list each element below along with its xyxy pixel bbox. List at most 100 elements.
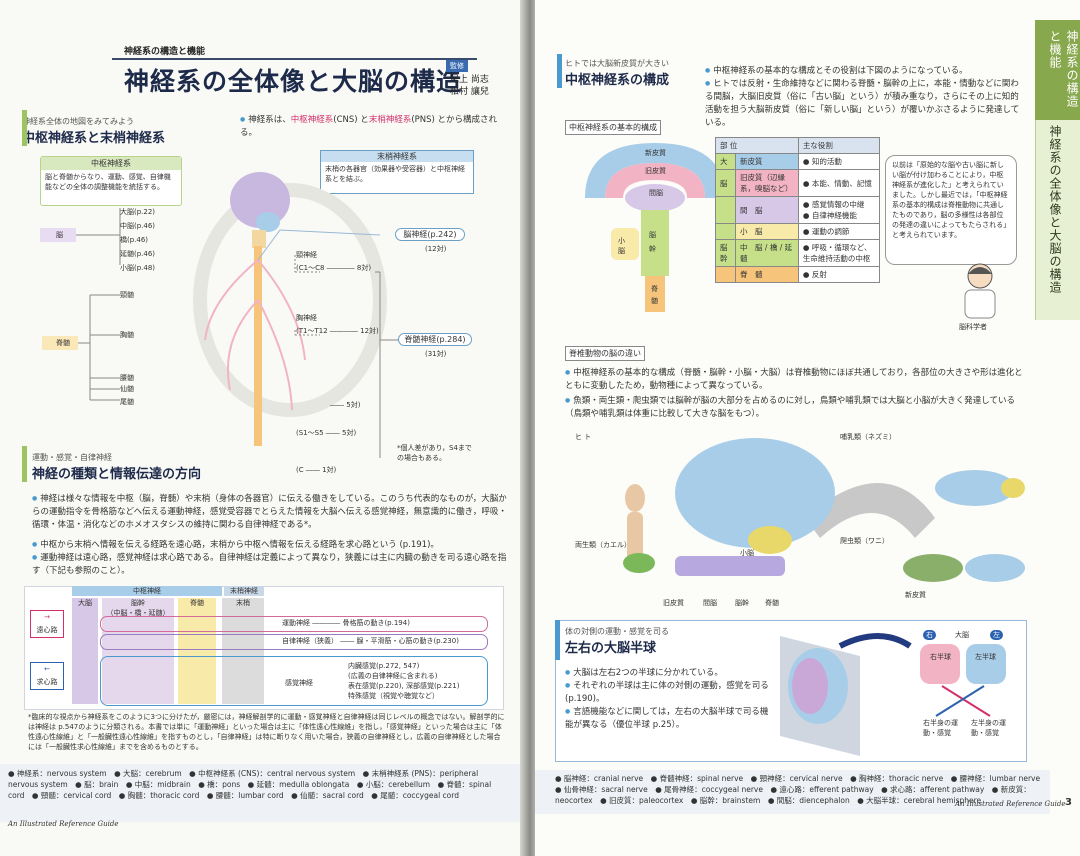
brain-spinal-label: 脊髄 [765, 599, 779, 607]
col-periph: 末梢 [222, 598, 264, 704]
tab-top-text: 神経系の構造と機能 [1048, 30, 1079, 108]
section2-kicker: 運動・感覚・自律神経 [32, 453, 112, 462]
nervous-system-figure [40, 172, 425, 458]
cervical-range: (C1～C8 ―――― 8対) [296, 264, 372, 272]
table-row: 脊 髄● 反射 [714, 266, 881, 283]
fig-neo: 新皮質 [645, 149, 666, 157]
intro-cns: 中枢神経系 [290, 115, 334, 125]
intro-pns: 末梢神経系 [368, 115, 412, 125]
brain-old-label: 旧皮質 [663, 599, 684, 607]
vertebrate-brains-figure [623, 438, 1025, 582]
r-section-header: ヒトでは大脳新皮質が大きい 中枢神経系の構成 [565, 58, 669, 88]
cervical-nerve: 頸神経 [296, 251, 317, 259]
fig-cere: 脳 [649, 231, 656, 239]
paragraph-2: 中枢から末梢へ情報を伝える経路を遠心路，末梢から中枢へ情報を伝える経路を求心路と… [32, 538, 507, 552]
efferent-box: →遠心路 [30, 610, 64, 638]
paragraph-1: 神経は様々な情報を中枢（脳，脊髄）や末梢（身体の各器官）に伝える働きをしている。… [32, 492, 507, 532]
motor-line [100, 616, 488, 632]
brain-part-midbrain: 中脳(p.46) [120, 222, 156, 230]
r-section-kicker: ヒトでは大脳新皮質が大きい [565, 59, 669, 68]
spinal-nerve-box: 脊髄神経(p.284) [398, 333, 472, 346]
lb-label: 左半身の運動・感覚 [971, 719, 1006, 737]
section2-title: 神経の種類と情報伝達の方向 [32, 467, 202, 482]
cns-box-text: 脳と脊髄からなり、運動、感覚、自律機能などの全体の調整機能を統括する。 [45, 173, 171, 191]
hem-title: 左右の大脳半球 [565, 641, 657, 656]
hem-kicker: 体の対側の運動・感覚を司る [565, 627, 669, 636]
table-row: 小 脳● 運動の調節 [714, 223, 881, 240]
spinal-part-thoracic: 胸髄 [120, 331, 134, 339]
cns-structure-table: 部 位主な役割 大新皮質● 知的活動 脳旧皮質（辺縁系，嗅脳など）● 本能、情動… [714, 137, 881, 283]
fig-dien: 間脳 [649, 189, 663, 197]
spinal-part-cervical: 頸髄 [120, 291, 134, 299]
pns-box: 末梢神経系 末梢の各器官（効果器や受容器）と中枢神経系とを結ぶ。 [320, 150, 474, 194]
r-bullet-2: ヒトでは反射・生命維持などに関わる脊髄・脳幹の上に，本能・情動などに関わる間脳，… [705, 77, 1025, 130]
page-number: 3 [1065, 797, 1072, 808]
r-footer-brand: An Illustrated Reference Guide [955, 800, 1066, 808]
cns-box-title: 中枢神経系 [41, 157, 181, 170]
chapter-label: 神経系の構造と機能 [124, 47, 206, 57]
sensory-label: 感覚神経 [285, 679, 313, 687]
brain-cerebellum-label: 小脳 [740, 549, 754, 557]
pns-box-text: 末梢の各器官（効果器や受容器）と中枢神経系とを結ぶ。 [325, 165, 465, 183]
vert-bullet-2: 魚類・両生類・爬虫類では脳幹が脳の大部分を占めるのに対し，鳥類や哺乳類では大脳と… [565, 394, 1025, 421]
section-header-nerve-types: 運動・感覚・自律神経 神経の種類と情報伝達の方向 [32, 452, 201, 482]
brain-neo-label: 新皮質 [905, 591, 926, 599]
sensory-types: 内臓感覚(p.272, 547) (広義の自律神経に含まれる) 表在感覚(p.2… [348, 662, 460, 700]
table-row: 脳旧皮質（辺縁系，嗅脳など）● 本能、情動、記憶 [714, 169, 881, 197]
spinal-part-sacral: 仙髄 [120, 385, 134, 393]
left-page: 神経系の構造と機能 神経系の全体像と大脳の構造 監修 尾上 尚志 松村 讓兒 神… [0, 0, 528, 856]
basic-structure-label: 中枢神経系の基本的構成 [565, 120, 661, 135]
fig-small: 小 [618, 237, 625, 245]
section-title: 中枢神経系と末梢神経系 [22, 131, 166, 146]
spinal-count: (31対) [425, 350, 447, 358]
left-marker: 左 [990, 630, 1003, 640]
brain-label: 脳 [56, 231, 63, 239]
lumbar-count: ―― 5対) [330, 401, 361, 409]
r-section-title: 中枢神経系の構成 [565, 73, 670, 88]
col-brainstem: 脳幹（中脳・橋・延髄） [102, 598, 174, 704]
cranial-nerve-box: 脳神経(p.242) [395, 228, 465, 241]
th-part: 部 位 [715, 137, 799, 154]
scientist-figure [964, 263, 996, 319]
table-row: 大新皮質● 知的活動 [714, 153, 881, 170]
thoracic-range: (T1～T12 ―――― 12対) [296, 327, 379, 335]
r-bullet-1: 中枢神経系の基本的な構成とその役割は下図のようになっている。 [705, 64, 1025, 78]
col-cerebrum: 大脳 [72, 598, 98, 704]
pns-box-title: 末梢神経系 [321, 151, 473, 162]
sacral-range: (S1～S5 ―― 5対) [296, 429, 357, 437]
brain-part-pons: 橋(p.46) [120, 236, 149, 244]
hem-bullet-1: 大脳は左右2つの半球に分かれている。 [565, 666, 770, 680]
lh-label: 左半球 [975, 653, 996, 661]
sensory-line [100, 656, 488, 706]
thoracic-nerve: 胸神経 [296, 314, 317, 322]
table-row: 間 脳● 感覚情報の中継 ● 自律神経機能 [714, 196, 881, 224]
th-role: 主な役割 [797, 137, 881, 154]
animal-mammal: 哺乳類（ネズミ） [840, 433, 896, 441]
animal-amphibian: 両生類（カエル） [575, 541, 631, 549]
spinal-part-lumbar: 腰髄 [120, 374, 134, 382]
vert-bullet-1: 中枢神経系の基本的な構成（脊髄・脳幹・小脳・大脳）は脊椎動物にほぼ共通しており，… [565, 366, 1025, 393]
right-page: ヒトでは大脳新皮質が大きい 中枢神経系の構成 中枢神経系の基本的な構成とその役割… [535, 0, 1080, 856]
brain-part-medulla: 延髄(p.46) [120, 250, 156, 258]
page-title: 神経系の全体像と大脳の構造 [124, 67, 463, 96]
brain-dien-label: 間脳 [703, 599, 717, 607]
tab-bottom-text: 神経系の全体像と大脳の構造 [1048, 125, 1062, 294]
fig-stem: 幹 [649, 245, 656, 253]
right-marker: 右 [923, 630, 936, 640]
title-rule [112, 58, 477, 96]
coccygeal-range: (C ―― 1対) [296, 466, 337, 474]
auto-label: 自律神経（狭義） ―― 腺・平滑筋・心筋の動き(p.230) [282, 637, 459, 645]
cerebrum-marker: 大脳 [955, 631, 969, 639]
section-header-cns: 神経系全体の地図をみてみよう 中枢神経系と末梢神経系 [22, 116, 222, 146]
brain-stem-label: 脳幹 [735, 599, 749, 607]
motor-label: 運動神経 ―――― 骨格筋の動き(p.194) [282, 619, 410, 627]
intro-b: (PNS) とから構成される。 [240, 115, 498, 138]
animal-human: ヒ ト [575, 433, 592, 441]
cranial-count: (12対) [425, 245, 447, 253]
auto-line [100, 634, 488, 650]
cns-bar: 中枢神経 [72, 586, 222, 596]
author-1: 尾上 尚志 [450, 75, 489, 85]
intro-a: 神経系は、 [248, 115, 291, 125]
fig-spinal: 脊 [651, 285, 658, 293]
r-section-accent [557, 54, 562, 88]
